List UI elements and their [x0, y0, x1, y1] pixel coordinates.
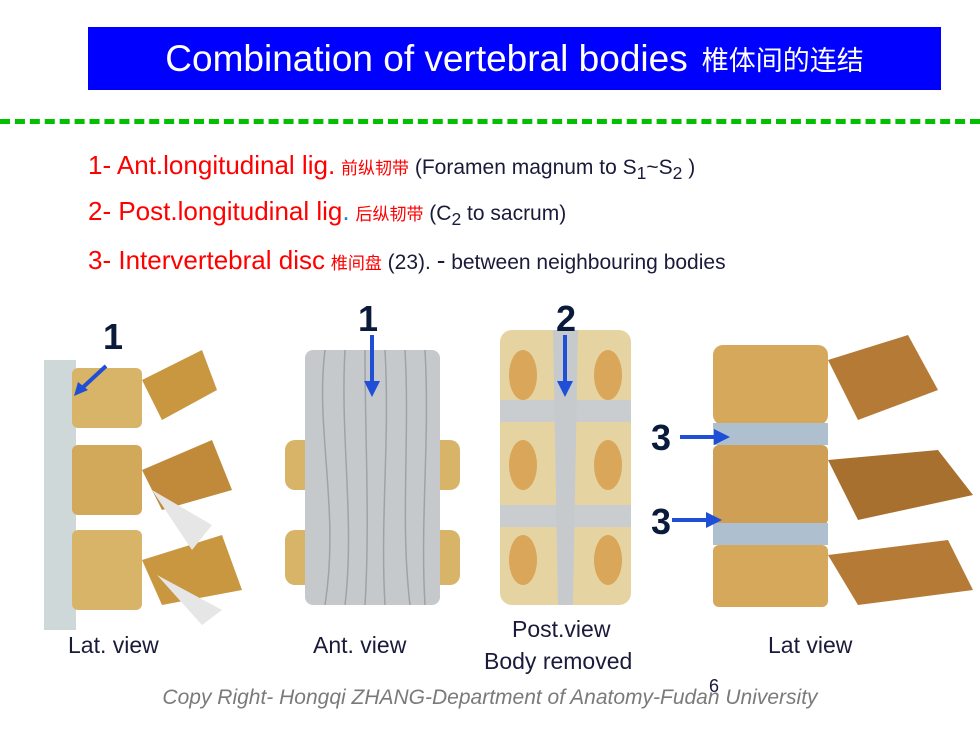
anterior-ligament-strip — [44, 360, 76, 630]
arrow-2-posterior — [557, 335, 573, 397]
item-1-term: 1- Ant.longitudinal lig — [88, 150, 328, 180]
caption-lateral-view: Lat. view — [68, 632, 159, 658]
arrow-1-anterior — [364, 335, 380, 397]
footer-copyright: Copy Right- Hongqi ZHANG-Department of A… — [162, 686, 818, 709]
item-3-note-end: between neighbouring bodies — [445, 251, 726, 274]
list-item-3: 3- Intervertebral disc 椎间盘 (23). - betwe… — [88, 245, 726, 276]
item-3-chinese: 椎间盘 — [330, 254, 382, 274]
arrow-3-upper — [680, 429, 730, 445]
dashed-divider — [0, 119, 980, 124]
item-1-sub-s1: 1 — [636, 163, 647, 184]
figure-anterior-view — [285, 350, 460, 605]
item-2-chinese: 后纵韧带 — [355, 205, 424, 225]
arrow-1-lateral — [74, 364, 108, 396]
item-1-dot: . — [327, 150, 336, 180]
posterior-view-illustration — [500, 330, 631, 605]
item-2-dot: . — [342, 196, 350, 226]
marker-3-upper: 3 — [651, 417, 672, 458]
item-1-note-end: ) — [682, 156, 696, 179]
item-2-note: (C — [423, 202, 452, 225]
item-2-sub: 2 — [451, 209, 462, 230]
marker-1-lateral: 1 — [103, 316, 124, 357]
item-3-dash: - — [436, 245, 446, 275]
item-2-term: 2- Post.longitudinal lig — [88, 196, 343, 226]
title-english: Combination of vertebral bodies — [165, 37, 688, 79]
item-3-term: 3- Intervertebral disc — [88, 245, 325, 275]
caption-lat-view: Lat view — [768, 632, 853, 658]
marker-2-posterior: 2 — [556, 298, 577, 339]
title-chinese: 椎体间的连结 — [701, 46, 864, 77]
item-1-tilde: ~S — [646, 156, 673, 179]
lateral-view-illustration — [44, 350, 242, 630]
caption-posterior-view: Post.view — [512, 616, 611, 642]
item-1-chinese: 前纵韧带 — [341, 159, 410, 179]
marker-1-anterior: 1 — [358, 298, 379, 339]
title-banner: Combination of vertebral bodies 椎体间的连结 — [88, 27, 941, 90]
item-1-sub-s2: 2 — [672, 163, 683, 184]
figure-lateral-view — [42, 320, 252, 635]
list-item-2: 2- Post.longitudinal lig. 后纵韧带 (C2 to sa… — [88, 196, 566, 230]
list-item-1: 1- Ant.longitudinal lig. 前纵韧带 (Foramen m… — [88, 150, 695, 184]
anterior-view-illustration — [285, 350, 460, 605]
caption-anterior-view: Ant. view — [313, 632, 407, 658]
item-1-note: (Foramen magnum to S — [409, 156, 637, 179]
page-number: 6 — [709, 676, 720, 696]
item-2-note-end: to sacrum) — [461, 202, 567, 225]
arrow-3-lower — [672, 512, 722, 528]
figure-posterior-view — [498, 320, 633, 610]
marker-3-lower: 3 — [651, 501, 672, 542]
figure-lat-view-discs — [708, 320, 978, 610]
item-3-note: (23). — [381, 251, 437, 274]
caption-body-removed: Body removed — [484, 648, 633, 674]
lat-view-discs-illustration — [713, 335, 973, 607]
